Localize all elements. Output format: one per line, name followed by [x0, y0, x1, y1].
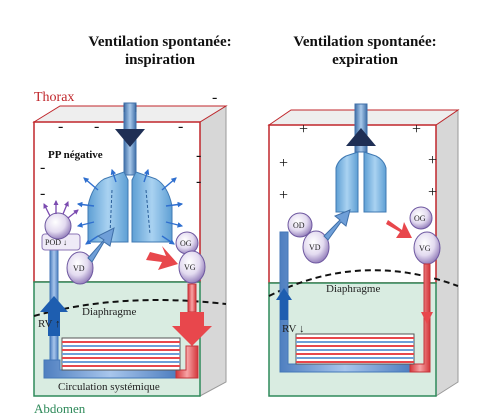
capillary-lines: [62, 341, 180, 367]
minus-sign: -: [94, 118, 99, 135]
abdomen-label: Abdomen: [34, 401, 86, 415]
minus-sign: -: [58, 118, 63, 135]
diaphragm-label: Diaphragme: [326, 283, 380, 295]
right-ventricle: [302, 230, 330, 264]
right-atrium: [44, 212, 72, 240]
venous-return-arrow: [40, 296, 68, 336]
pod-down-label: POD ↓: [45, 238, 67, 247]
lung-left: [335, 151, 359, 213]
minus-sign: -: [40, 185, 45, 202]
thorax-label: Thorax: [34, 90, 74, 105]
aorta: [187, 283, 197, 313]
vd-label: VD: [309, 243, 321, 252]
arterial-flow-arrow: [421, 312, 433, 324]
minus-sign: -: [212, 89, 217, 106]
minus-sign: -: [196, 173, 201, 190]
systemic-circulation-label: Circulation systémique: [58, 381, 160, 393]
vg-label: VG: [184, 263, 196, 272]
left-atrium: [409, 206, 433, 230]
arterial-flow-arrow: [172, 312, 212, 346]
diaphragm-line: [268, 269, 459, 297]
right-atrium: [287, 212, 313, 238]
pulmonary-flow-arrow: [87, 227, 115, 263]
aorta: [409, 263, 431, 373]
plus-sign: +: [299, 121, 308, 138]
air-outflow-arrow: [346, 128, 376, 146]
air-inflow-arrow: [115, 129, 145, 147]
pp-negative-label: PP négative: [48, 149, 103, 161]
lung-right: [363, 151, 387, 213]
od-label: OD: [293, 221, 305, 230]
og-label: OG: [414, 214, 426, 223]
heading-inspiration-line1: Ventilation spontanée:: [88, 34, 231, 50]
pulmonary-vein-arrow: [386, 220, 412, 238]
plus-sign: +: [428, 184, 437, 201]
minus-sign: -: [40, 159, 45, 176]
minus-sign: -: [178, 118, 183, 135]
rv-up-label: RV ↑: [38, 318, 60, 330]
diaphragm-label: Diaphragme: [82, 306, 136, 318]
left-ventricle: [178, 250, 206, 284]
og-label: OG: [180, 239, 192, 248]
venous-return-arrow: [276, 288, 292, 320]
plus-sign: +: [412, 121, 421, 138]
minus-sign: -: [196, 147, 201, 164]
vd-label: VD: [73, 264, 85, 273]
panel-expiration: Diaphragme + + + + + + RV ↓ OD VD OG VG: [267, 103, 460, 397]
heading-expiration-line2: expiration: [332, 52, 398, 68]
lung-expansion-arrows: [76, 168, 184, 245]
vg-label: VG: [419, 244, 431, 253]
right-ventricle: [66, 251, 94, 285]
atrium-pressure-arrows: [43, 199, 79, 219]
plus-sign: +: [279, 155, 288, 172]
capillary-lines: [296, 337, 414, 363]
plus-sign: +: [428, 152, 437, 169]
pulmonary-flow-arrow: [323, 209, 351, 241]
heading-inspiration-line2: inspiration: [125, 52, 196, 68]
box-side-face: [199, 105, 227, 397]
pulmonary-vein-arrow: [146, 246, 178, 270]
heading-expiration-line1: Ventilation spontanée:: [293, 34, 436, 50]
rv-down-label: RV ↓: [282, 323, 304, 335]
plus-sign: +: [279, 187, 288, 204]
panel-inspiration: Diaphragme - - - - - - - - PP négative: [32, 89, 228, 397]
